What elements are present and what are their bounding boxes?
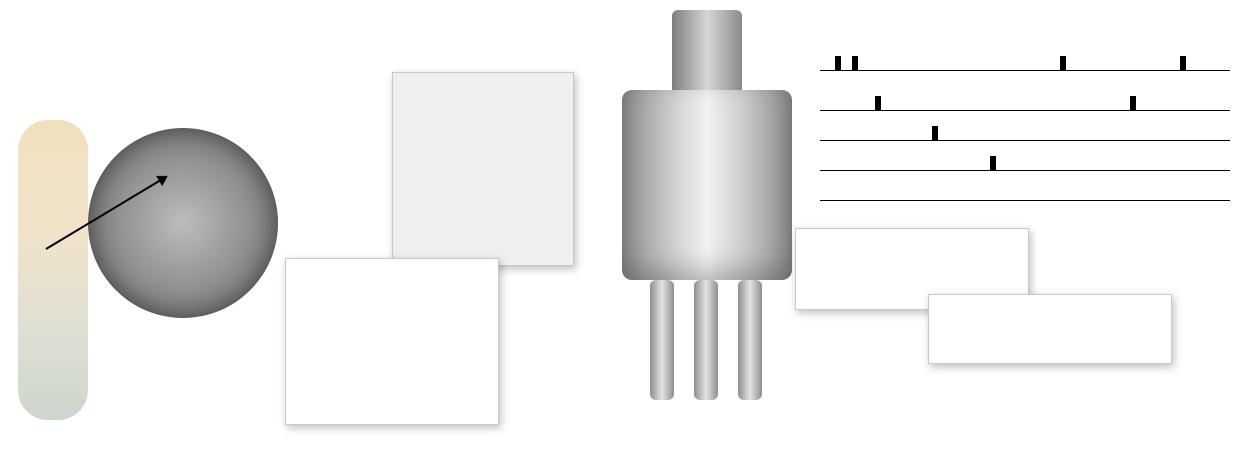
- pulse-line: [820, 110, 1230, 111]
- pulse-line: [820, 170, 1230, 171]
- magic-angle-panel: [392, 72, 574, 266]
- magnet-leg: [694, 280, 718, 400]
- pulse-block: [990, 156, 996, 170]
- pulse-block: [852, 56, 858, 70]
- pulse-block: [1060, 56, 1066, 70]
- pulse-block: [1130, 96, 1136, 110]
- micrograph-circle: [88, 128, 278, 318]
- pulse-block: [1180, 56, 1186, 70]
- pulse-line: [820, 70, 1230, 71]
- pulse-line: [820, 200, 1230, 201]
- pulse-block: [835, 56, 841, 70]
- magnet-leg: [738, 280, 762, 400]
- nmr-spectrum-panel: [285, 258, 499, 425]
- magnet-top: [672, 10, 742, 100]
- amyloid-label-block: [78, 348, 248, 403]
- pulse-line: [820, 140, 1230, 141]
- magnet-leg: [650, 280, 674, 400]
- equation-panel-2: [928, 294, 1172, 364]
- pulse-sequence-diagram: [800, 32, 1230, 212]
- nmr-magnet-graphic: [612, 10, 802, 450]
- magnet-body: [622, 90, 792, 280]
- pulse-block: [875, 96, 881, 110]
- pulse-block: [932, 126, 938, 140]
- molecule-structure-top: [210, 72, 390, 242]
- amyloid-fibril-graphic: [18, 120, 88, 420]
